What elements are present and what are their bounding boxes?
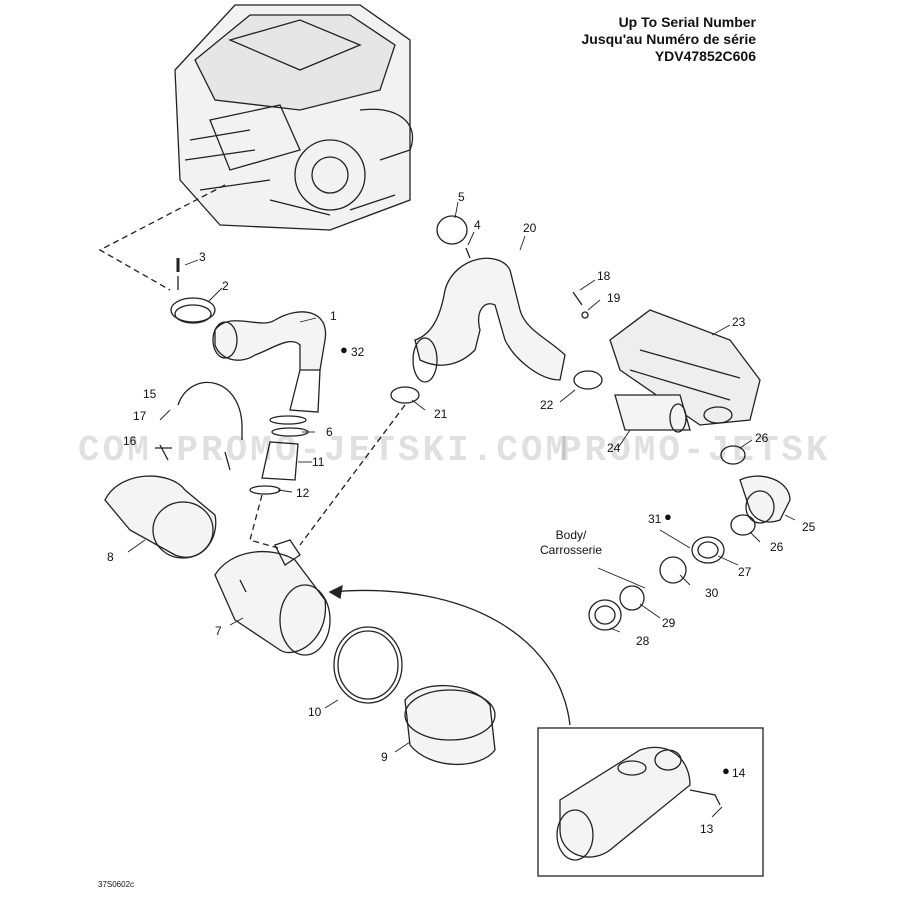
- callout-14: 14: [732, 766, 746, 780]
- callout-5: 5: [458, 190, 465, 204]
- callout-30: 30: [705, 586, 719, 600]
- muffler-illustration: [214, 539, 331, 656]
- callout-26-upper: 26: [755, 431, 769, 445]
- figure-code: 37S0602c: [98, 880, 135, 889]
- callout-7: 7: [215, 624, 222, 638]
- callout-28: 28: [636, 634, 650, 648]
- callout-16: 16: [123, 434, 137, 448]
- serial-number-header: Up To Serial Number Jusqu'au Numéro de s…: [582, 14, 757, 65]
- callout-22: 22: [540, 398, 554, 412]
- callout-6: 6: [326, 425, 333, 439]
- resonator-box-illustration: [609, 309, 761, 426]
- oil-drop-icon-32: ●: [340, 342, 348, 357]
- callout-32: 32: [351, 345, 365, 359]
- callout-29: 29: [662, 616, 676, 630]
- callout-11: 11: [312, 455, 325, 469]
- callout-19: 19: [607, 291, 621, 305]
- watermark-right: PROMO-JETSK: [560, 430, 831, 471]
- callout-15: 15: [143, 387, 157, 401]
- body-note: Body/ Carrosserie: [540, 528, 602, 558]
- exhaust-hose-illustration: [412, 257, 566, 383]
- end-cap-illustration: [404, 684, 496, 766]
- callout-12: 12: [296, 486, 310, 500]
- callout-31: 31: [648, 512, 662, 526]
- callout-13: 13: [700, 822, 714, 836]
- body-note-line-2: Carrosserie: [540, 543, 603, 557]
- oil-drop-icon-31: ●: [664, 509, 672, 524]
- callout-26-lower: 26: [770, 540, 784, 554]
- callout-24: 24: [607, 441, 621, 455]
- callout-27: 27: [738, 565, 752, 579]
- callout-23: 23: [732, 315, 746, 329]
- callout-9: 9: [381, 750, 388, 764]
- exhaust-elbow-illustration: [212, 311, 327, 413]
- callout-20: 20: [523, 221, 537, 235]
- callout-25: 25: [802, 520, 816, 534]
- engine-illustration: [174, 4, 414, 231]
- callout-4: 4: [474, 218, 481, 232]
- header-line-2: Jusqu'au Numéro de série: [581, 31, 757, 47]
- body-note-line-1: Body/: [555, 528, 587, 542]
- callout-10: 10: [308, 705, 322, 719]
- callout-1: 1: [330, 309, 337, 323]
- callout-17: 17: [133, 409, 147, 423]
- callout-18: 18: [597, 269, 611, 283]
- watermark-left: COM PROMO-JETSKI.COM: [78, 430, 571, 471]
- muffler-cover-illustration: [104, 475, 217, 559]
- callout-21: 21: [434, 407, 448, 421]
- callout-8: 8: [107, 550, 114, 564]
- callout-2: 2: [222, 279, 229, 293]
- oil-drop-icon-14: ●: [722, 763, 730, 778]
- inset-muffler-illustration: [556, 746, 721, 861]
- header-line-3: YDV47852C606: [654, 48, 756, 64]
- header-line-1: Up To Serial Number: [618, 14, 756, 30]
- callout-3: 3: [199, 250, 206, 264]
